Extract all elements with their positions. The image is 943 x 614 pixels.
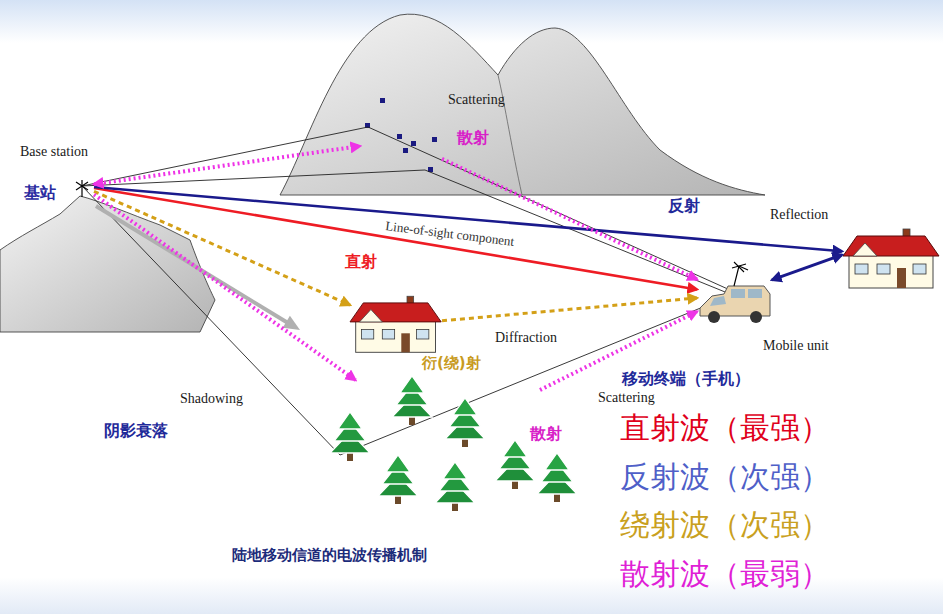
diffracted-ray [442,298,697,321]
diffracted-ray [94,191,350,305]
object-label-zh: 基站 [24,183,56,202]
object-label: Diffraction [495,330,557,347]
effect-name: 阴影衰落 [104,421,168,440]
scattering-trees: Scattering散射 [340,380,540,500]
reflected-ray [94,187,842,251]
object-label: Scattering [598,390,655,407]
object-label-zh: 移动终端（手机） [622,369,750,388]
object-label-zh: 散射 [457,128,489,147]
scattered-ray [94,146,360,184]
ray-strength-note: 反射波（次强） [620,459,830,495]
object-label: Scattering [448,92,505,109]
ray-strength-note: 直射波（最强） [620,410,830,446]
object-label-zh: 散射 [530,424,562,443]
scattered-ray [442,159,697,280]
object-label: Base station [20,144,88,161]
ray-label: 直射 [345,252,377,271]
base-station: Base station基站 [70,176,94,198]
effect-name: Shadowing [180,391,243,408]
reflection-house: Reflection [842,232,940,290]
object-label: Reflection [770,207,828,224]
scattered-ray [94,195,355,380]
diffraction-house: Diffraction衍(绕)射 [350,300,442,352]
figure-caption: 陆地移动信道的电波传播机制 [232,546,427,564]
ray-strength-note: 绕射波（次强） [620,507,830,543]
mobile-unit: Mobile unit移动终端（手机） [697,278,772,326]
reflected-ray [772,255,842,280]
ray-strength-note: 散射波（最弱） [620,556,830,592]
direct-ray [94,188,697,289]
object-label: Mobile unit [763,338,829,355]
object-label-zh: 衍(绕)射 [422,354,481,372]
scattering-mountain: Scattering散射 [360,94,442,176]
ray-label: 反射 [668,196,700,215]
